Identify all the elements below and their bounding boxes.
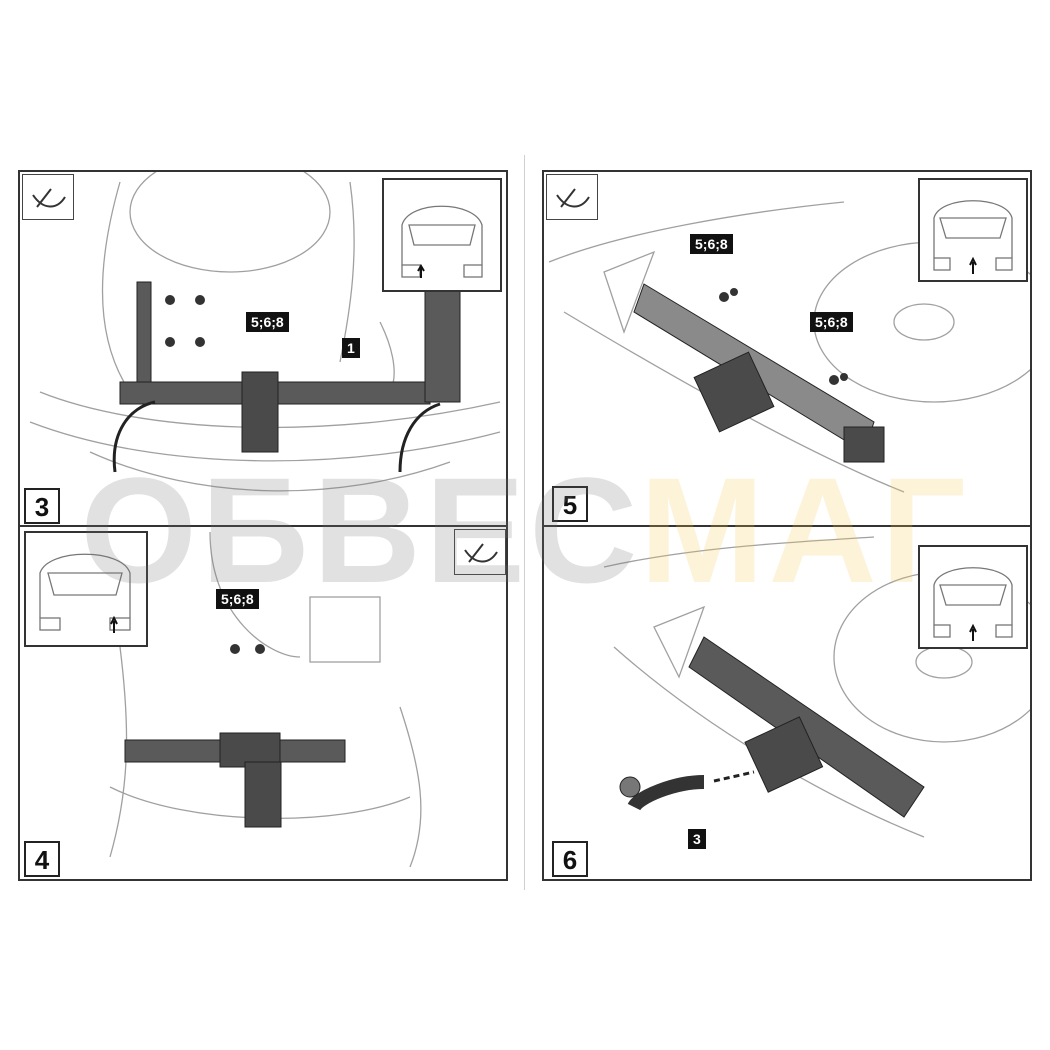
step-3-illustration — [29, 172, 501, 492]
step-3-panel: 5;6;8 1 3 — [18, 170, 508, 530]
callout-part-3: 3 — [688, 829, 706, 849]
wrench-icon — [32, 188, 66, 208]
callout-part-1: 1 — [342, 338, 360, 358]
car-rear-view-inset — [382, 178, 502, 292]
step-number: 6 — [552, 841, 588, 877]
car-rear-view-inset — [918, 178, 1028, 282]
tool-icon — [22, 174, 74, 220]
car-rear-icon — [401, 205, 483, 278]
car-rear-icon — [933, 200, 1013, 274]
car-rear-icon — [933, 567, 1013, 641]
step-4-illustration — [109, 531, 422, 868]
step-number: 5 — [552, 486, 588, 522]
step-5-panel: 5;6;8 5;6;8 5 — [542, 170, 1032, 530]
callout-bolts: 5;6;8 — [810, 312, 853, 332]
step-6-illustration — [603, 536, 1030, 838]
panel-divider — [524, 155, 525, 890]
car-rear-view-inset — [918, 545, 1028, 649]
car-rear-icon — [39, 553, 131, 633]
callout-bolts: 5;6;8 — [216, 589, 259, 609]
tool-icon — [546, 174, 598, 220]
step-number: 4 — [24, 841, 60, 877]
step-5-illustration — [548, 201, 1030, 493]
callout-bolts: 5;6;8 — [246, 312, 289, 332]
car-rear-view-inset — [24, 531, 148, 647]
step-number: 3 — [24, 488, 60, 524]
callout-bolts: 5;6;8 — [690, 234, 733, 254]
wrench-icon — [464, 543, 498, 563]
wrench-icon — [556, 188, 590, 208]
step-4-panel: 5;6;8 4 — [18, 525, 508, 881]
step-6-panel: 3 6 — [542, 525, 1032, 881]
tool-icon — [454, 529, 506, 575]
